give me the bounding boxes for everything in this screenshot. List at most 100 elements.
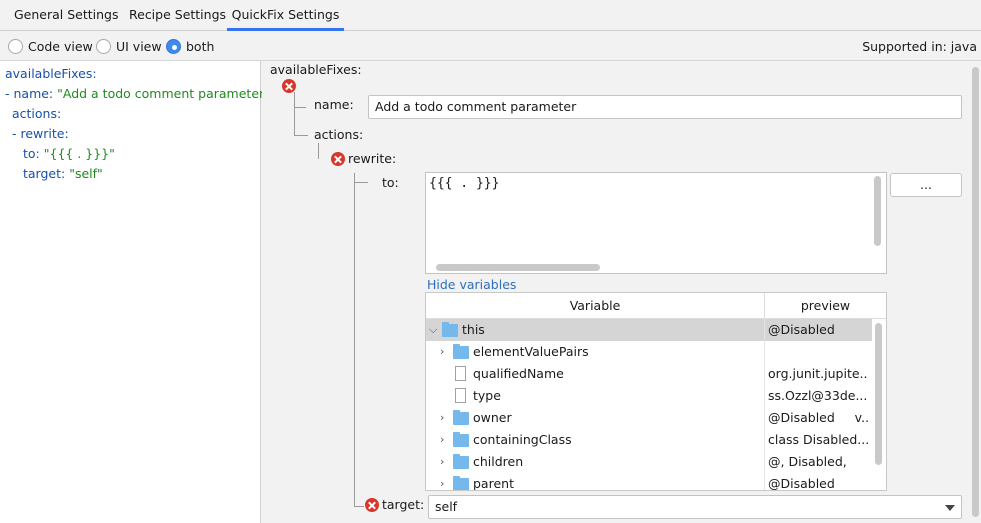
remove-action-icon[interactable] [331,152,345,166]
tab-quickfix-settings-label: QuickFix Settings [231,7,340,22]
remove-target-icon[interactable] [365,498,379,512]
settings-tab-bar: General Settings Recipe Settings QuickFi… [0,0,981,31]
tab-general-settings[interactable]: General Settings [14,0,119,31]
editor-vertical-scrollbar[interactable] [874,176,881,246]
variable-name: containingClass [473,432,572,447]
target-select[interactable]: self [428,495,962,519]
table-row[interactable]: type ss.Ozzl@33de... [426,385,872,407]
tree-connector [294,92,295,135]
chevron-down-icon [945,505,955,511]
variable-name: elementValuePairs [473,344,589,359]
code-key: rewrite: [20,126,69,141]
code-line: availableFixes: [5,64,97,84]
variable-name: qualifiedName [473,366,564,381]
variable-name: children [473,454,524,469]
tree-connector [354,173,355,506]
code-view-radio[interactable]: Code view [8,38,93,55]
variable-name: owner [473,410,512,425]
tree-connector [354,182,368,183]
editor-horizontal-scrollbar[interactable] [436,264,600,271]
variable-preview: class Disabled... [768,432,868,447]
folder-icon [453,454,469,469]
code-key: availableFixes: [5,66,97,81]
table-row[interactable]: › parent @Disabled [426,473,872,491]
chevron-right-icon[interactable]: › [440,433,445,446]
chevron-right-icon[interactable]: › [440,455,445,468]
both-view-label: both [186,39,215,54]
radio-unchecked-icon [96,39,111,54]
to-label: to: [382,175,399,190]
code-view-label: Code view [28,39,93,54]
variable-name: type [473,388,501,403]
folder-icon [453,432,469,447]
target-label: target: [382,497,425,512]
to-template-code: {{{ . }}} [429,176,500,191]
folder-icon [442,322,458,337]
variables-table: Variable preview ⌵ this @Disabled › elem… [425,292,887,491]
file-icon [455,366,466,381]
code-line: target: "self" [23,164,103,184]
view-mode-bar: Code view UI view both Supported in: jav… [0,32,981,61]
folder-icon [453,410,469,425]
folder-icon [453,476,469,490]
tree-connector [294,107,306,108]
code-line: - name: "Add a todo comment parameter" [5,84,270,104]
variable-preview: @, Disabled, [768,454,847,469]
remove-fix-icon[interactable] [282,79,296,93]
code-key: actions: [12,106,62,121]
code-key: target: [23,166,66,181]
table-row[interactable]: ⌵ this @Disabled [426,319,872,341]
target-select-value: self [435,499,458,514]
code-string: "self" [65,166,103,181]
code-list-marker: - [12,126,21,141]
column-header-variable[interactable]: Variable [426,293,764,319]
actions-label: actions: [314,127,364,142]
to-template-editor[interactable]: {{{ . }}} [425,172,887,274]
variable-preview: @Disabled v... [768,410,868,425]
table-row[interactable]: › owner @Disabled v... [426,407,872,429]
available-fixes-label: availableFixes: [270,62,362,77]
chevron-right-icon[interactable]: › [440,477,445,490]
supported-languages: Supported in: java [862,39,977,54]
code-line: - rewrite: [12,124,69,144]
tab-recipe-settings-label: Recipe Settings [129,7,227,22]
folder-icon [453,344,469,359]
hide-variables-link[interactable]: Hide variables [427,277,517,292]
name-field[interactable]: Add a todo comment parameter [368,95,962,119]
browse-button[interactable]: ... [890,173,962,197]
radio-checked-icon [166,39,181,54]
name-label: name: [314,97,354,112]
variable-preview: ss.Ozzl@33de... [768,388,868,403]
chevron-right-icon[interactable]: › [440,345,445,358]
ui-view-label: UI view [116,39,162,54]
tree-connector [294,135,308,136]
tree-connector [318,143,319,159]
column-header-preview[interactable]: preview [764,293,886,319]
code-line: to: "{{{ . }}}" [23,144,115,164]
rewrite-label: rewrite: [348,151,397,166]
code-key: to: [23,146,40,161]
chevron-down-icon[interactable]: ⌵ [429,323,438,336]
ui-view-radio[interactable]: UI view [96,38,162,55]
table-row[interactable]: qualifiedName org.junit.jupite... [426,363,872,385]
tab-recipe-settings[interactable]: Recipe Settings [129,0,226,31]
both-view-radio[interactable]: both [166,38,214,55]
code-view-pane[interactable]: availableFixes: - name: "Add a todo comm… [0,61,270,523]
ui-view-vertical-scrollbar[interactable] [972,67,979,517]
table-row[interactable]: › children @, Disabled, [426,451,872,473]
variable-preview: @Disabled [768,476,835,491]
chevron-right-icon[interactable]: › [440,411,445,424]
variables-vertical-scrollbar[interactable] [875,323,882,465]
variable-preview: org.junit.jupite... [768,366,868,381]
code-string: "Add a todo comment parameter" [53,86,270,101]
variable-name: parent [473,476,514,491]
variable-name: this [462,322,485,337]
table-row[interactable]: › elementValuePairs [426,341,872,363]
code-string: "{{{ . }}}" [39,146,115,161]
variable-preview: @Disabled [768,322,835,337]
radio-unchecked-icon [8,39,23,54]
file-icon [455,388,466,403]
tab-quickfix-settings[interactable]: QuickFix Settings [227,0,344,31]
tab-general-settings-label: General Settings [14,7,119,22]
table-row[interactable]: › containingClass class Disabled... [426,429,872,451]
